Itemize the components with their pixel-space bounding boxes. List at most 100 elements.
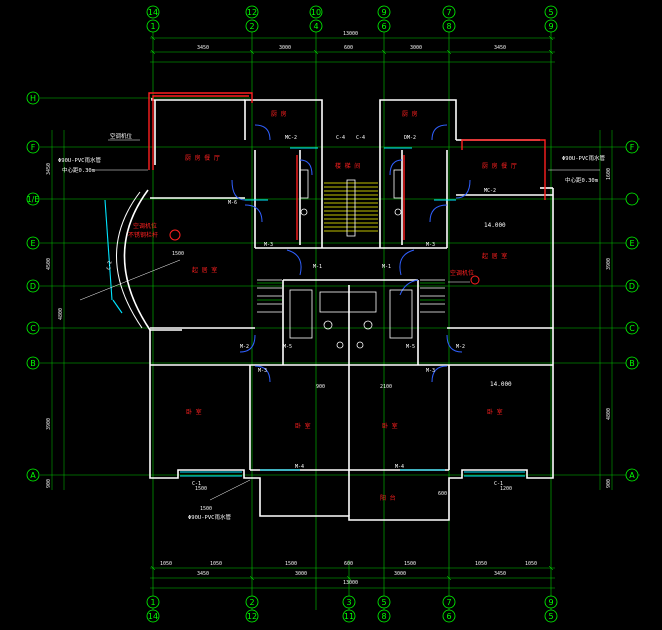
grid-bubble-bottom-9: 9	[544, 595, 558, 609]
grid-bubble-bottom2-8-label: 8	[381, 612, 386, 621]
dim-top-2: 3000	[279, 45, 291, 51]
grid-bubble-left-4: D	[26, 279, 40, 293]
tag-mc2-left: MC-2	[285, 135, 297, 141]
grid-bubble-bottom-5-label: 5	[381, 598, 386, 607]
label-pvc-right-2: 中心距0.30m	[565, 176, 599, 184]
label-pvc-right: Φ90U-PVC雨水管	[562, 154, 605, 162]
grid-bubble-right-5: A	[625, 468, 639, 482]
grid-bubble-right-0-label: F	[630, 143, 635, 152]
room-kitchen-left: 厨 房	[271, 110, 287, 118]
room-stair: 楼 梯 间	[335, 162, 360, 170]
grid-bubble-left-4-label: D	[30, 282, 36, 291]
red-outlines	[148, 92, 546, 240]
grid-bubble-right-blank	[625, 192, 639, 206]
dim-bottom-r2-7: 1050	[525, 561, 537, 567]
red-markers	[169, 229, 480, 285]
dim-top-4: 3000	[410, 45, 422, 51]
grid-bubble-left-2: 1/E	[27, 192, 40, 206]
grid-bubble-left-2-label: 1/E	[27, 195, 40, 204]
dim-left-5: 900	[46, 479, 52, 488]
grid-bubble-left-7: A	[26, 468, 40, 482]
grid-bubble-right-5-label: A	[629, 471, 635, 480]
grid-bubble-bottom2-14-label: 14	[148, 612, 158, 621]
grid-bubble-top-14: 14	[146, 5, 160, 19]
grid-bubble-right-4-label: B	[629, 359, 635, 368]
dim-bottom-4: 3450	[494, 571, 506, 577]
label-level-right-2: 14.000	[490, 381, 512, 388]
label-pvc-left-2: 中心距0.30m	[62, 166, 96, 174]
dim-inner-6: 1500	[172, 251, 184, 257]
dim-bottom-r2-3: 1500	[285, 561, 297, 567]
grid-bubble-left-1: F	[26, 140, 40, 154]
label-red-note-left: 空调机位	[133, 222, 157, 230]
grid-bubble-top2-4-label: 4	[313, 22, 318, 31]
dim-inner-2: 600	[438, 491, 447, 497]
tag-c1-left: C-1	[192, 481, 201, 487]
grid-bubble-top-5: 5	[544, 5, 558, 19]
grid-bubble-left-6-label: B	[30, 359, 36, 368]
room-living-right: 起 居 室	[482, 252, 507, 260]
grid-bubble-top2-8-label: 8	[446, 22, 451, 31]
grid-bubble-bottom2-8: 8	[377, 609, 391, 623]
grid-bubble-top2-4: 4	[309, 19, 323, 33]
grid-bubble-bottom-1: 1	[146, 595, 160, 609]
grid-bubble-top-9-label: 9	[381, 8, 386, 17]
dim-right-4: 900	[606, 479, 612, 488]
grid-bubble-top2-1: 1	[146, 19, 160, 33]
grid-bubble-bottom-5: 5	[377, 595, 391, 609]
grid-bubble-top-12-label: 12	[247, 8, 257, 17]
grid-bubble-right-2-label: D	[629, 282, 635, 291]
dimension-lines	[51, 35, 613, 589]
label-aircon-left: 空调机位	[110, 132, 133, 140]
grid-bubble-bottom2-5: 5	[544, 609, 558, 623]
dim-top-3: 600	[344, 45, 353, 51]
dim-left-4: 3900	[46, 418, 52, 430]
grid-bubble-top-10: 10	[309, 5, 323, 19]
grid-bubble-top-7-label: 7	[446, 8, 451, 17]
grid-bubble-top-9: 9	[377, 5, 391, 19]
grid-bubble-bottom-2: 2	[245, 595, 259, 609]
room-kitchen-right: 厨 房	[402, 110, 418, 118]
tag-m2-right: M-2	[456, 344, 465, 350]
grid-bubble-left-6: B	[26, 356, 40, 370]
tag-m4-right: M-4	[395, 464, 404, 470]
grid-bubble-bottom-7: 7	[442, 595, 456, 609]
grid-bubble-left-0-label: H	[30, 94, 36, 103]
room-bed-right: 卧 室	[487, 408, 503, 416]
grid-bubble-bottom2-14: 14	[146, 609, 160, 623]
grid-bubble-left-0: H	[26, 91, 40, 105]
grid-bubble-left-7-label: A	[30, 471, 36, 480]
dim-bottom-1: 3450	[197, 571, 209, 577]
grid-bubble-right-0: F	[625, 140, 639, 154]
dim-bottom-r2-4: 600	[344, 561, 353, 567]
grid-bubble-bottom2-12-label: 12	[247, 612, 257, 621]
tag-m3-left: M-3	[264, 242, 273, 248]
grid-bubble-right-2: D	[625, 279, 639, 293]
dim-inner-7: 1500	[200, 506, 212, 512]
grid-bubble-bottom2-6: 6	[442, 609, 456, 623]
dim-right-1: 1600	[606, 168, 612, 180]
grid-bubble-right-4: B	[625, 356, 639, 370]
dim-bottom-r2-1: 1050	[160, 561, 172, 567]
tag-c4-left: C-4	[336, 135, 345, 141]
tag-m1-right: M-1	[382, 264, 391, 270]
dim-top-1: 3450	[197, 45, 209, 51]
tag-m4-left: M-4	[295, 464, 304, 470]
grid-bubble-top2-1-label: 1	[150, 22, 155, 31]
grid-bubble-right-1: E	[625, 236, 639, 250]
tag-c4-right: C-4	[356, 135, 365, 141]
grid-bubble-left-3-label: E	[30, 239, 35, 248]
green-hatch	[257, 282, 445, 301]
grid-bubble-top2-9: 9	[544, 19, 558, 33]
dim-bottom-2: 3000	[295, 571, 307, 577]
room-bed-mid-left: 卧 室	[295, 422, 311, 430]
grid-bubble-top2-2: 2	[245, 19, 259, 33]
dim-bottom-r2-5: 1500	[404, 561, 416, 567]
grid-bubble-right-3-label: C	[629, 324, 635, 333]
grid-bubble-top2-6: 6	[377, 19, 391, 33]
label-pvc-bottom: Φ90U-PVC雨水管	[188, 513, 231, 521]
grid-lines	[40, 22, 640, 610]
windows	[104, 147, 525, 477]
grid-bubble-top-10-label: 10	[311, 8, 321, 17]
